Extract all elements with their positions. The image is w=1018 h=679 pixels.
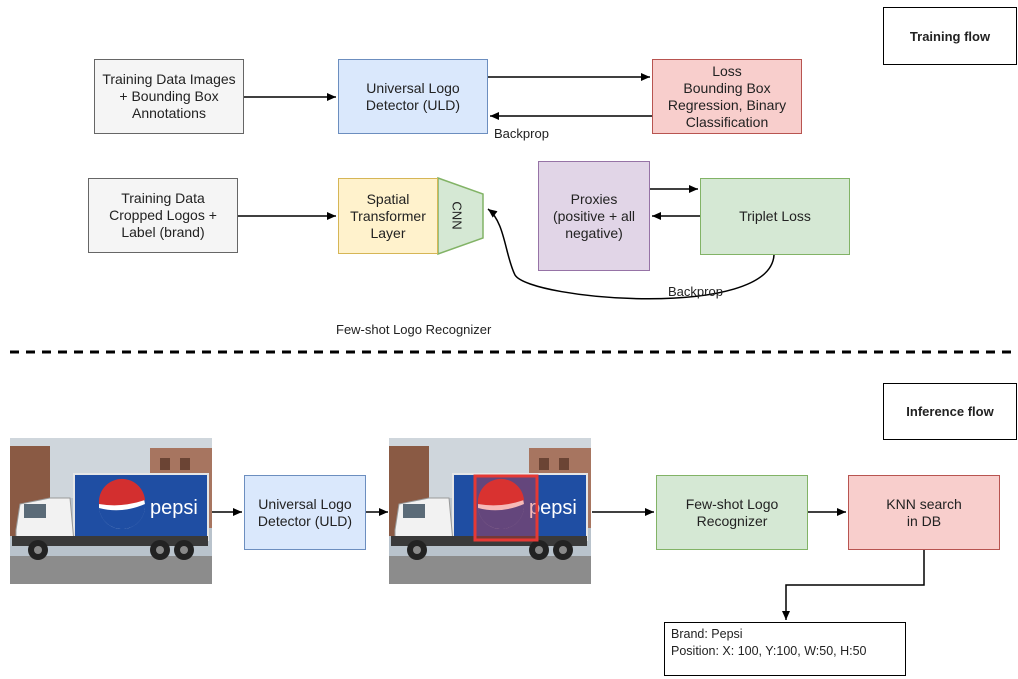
knn-line: in DB	[906, 512, 942, 529]
inference-flow-label: Inference flow	[883, 383, 1017, 440]
backprop-label-uld: Backprop	[494, 126, 549, 141]
cropped-logos-line: Label (brand)	[121, 224, 205, 240]
truck-photo-detected: pepsi	[388, 438, 592, 584]
uld-inference-box: Universal Logo Detector (ULD)	[244, 475, 366, 550]
training-images-line: Annotations	[132, 105, 206, 121]
training-images-line: Training Data Images	[102, 71, 236, 87]
spatial-transformer-box: Spatial Transformer Layer	[338, 178, 438, 254]
backprop-label-triplet: Backprop	[668, 284, 723, 299]
loss-line: Bounding Box	[683, 79, 771, 96]
truck-logo-text-detected: pepsi	[529, 497, 577, 519]
inference-flow-label-text: Inference flow	[906, 404, 994, 419]
training-images-box: Training Data Images + Bounding Box Anno…	[94, 59, 244, 134]
loss-line: Loss	[712, 62, 742, 79]
triplet-loss-box: Triplet Loss	[700, 178, 850, 255]
truck-photo-input: pepsi	[10, 438, 212, 584]
proxies-line: Proxies	[570, 190, 618, 207]
knn-search-box: KNN search in DB	[848, 475, 1000, 550]
recognizer-line: Recognizer	[696, 512, 768, 529]
uld-training-box: Universal Logo Detector (ULD)	[338, 59, 488, 134]
triplet-loss-text: Triplet Loss	[739, 208, 811, 224]
uld-line: Universal Logo	[366, 79, 460, 96]
uld-inference-line: Universal Logo	[258, 495, 352, 512]
cropped-logos-line: Training Data	[121, 190, 205, 206]
few-shot-recognizer-box: Few-shot Logo Recognizer	[656, 475, 808, 550]
cnn-block	[437, 176, 484, 256]
truck-illustration: pepsi	[10, 438, 212, 584]
recognizer-line: Few-shot Logo	[685, 495, 779, 512]
stn-line: Transformer	[350, 207, 426, 224]
truck-logo-text: pepsi	[150, 497, 198, 519]
cropped-logos-line: Cropped Logos +	[109, 207, 217, 223]
arrow-knn-to-result	[782, 549, 925, 620]
stn-line: Spatial	[366, 190, 410, 207]
arrow-backprop-triplet-to-cnn	[487, 208, 775, 300]
result-box: Brand: Pepsi Position: X: 100, Y:100, W:…	[664, 622, 906, 676]
detection-bounding-box	[473, 474, 539, 542]
training-images-line: + Bounding Box	[119, 88, 219, 104]
loss-line: Regression, Binary	[667, 96, 787, 113]
stn-line: Layer	[370, 224, 406, 241]
training-flow-label-text: Training flow	[909, 28, 991, 44]
uld-line: Detector (ULD)	[365, 96, 461, 113]
knn-line: KNN search	[886, 495, 962, 512]
few-shot-group-label: Few-shot Logo Recognizer	[336, 322, 492, 337]
proxies-box: Proxies (positive + all negative)	[538, 161, 650, 271]
result-position: Position: X: 100, Y:100, W:50, H:50	[671, 644, 867, 658]
uld-inference-line: Detector (ULD)	[257, 512, 353, 529]
result-brand: Brand: Pepsi	[671, 627, 743, 641]
proxies-line: (positive + all	[552, 207, 636, 224]
proxies-line: negative)	[565, 224, 623, 241]
cropped-logos-box: Training Data Cropped Logos + Label (bra…	[88, 178, 238, 253]
training-flow-label: Training flow	[883, 7, 1017, 65]
loss-line: Classification	[685, 113, 769, 130]
truck-illustration-detected: pepsi	[389, 438, 591, 584]
loss-box: Loss Bounding Box Regression, Binary Cla…	[652, 59, 802, 134]
cnn-label: CNN	[449, 201, 465, 230]
